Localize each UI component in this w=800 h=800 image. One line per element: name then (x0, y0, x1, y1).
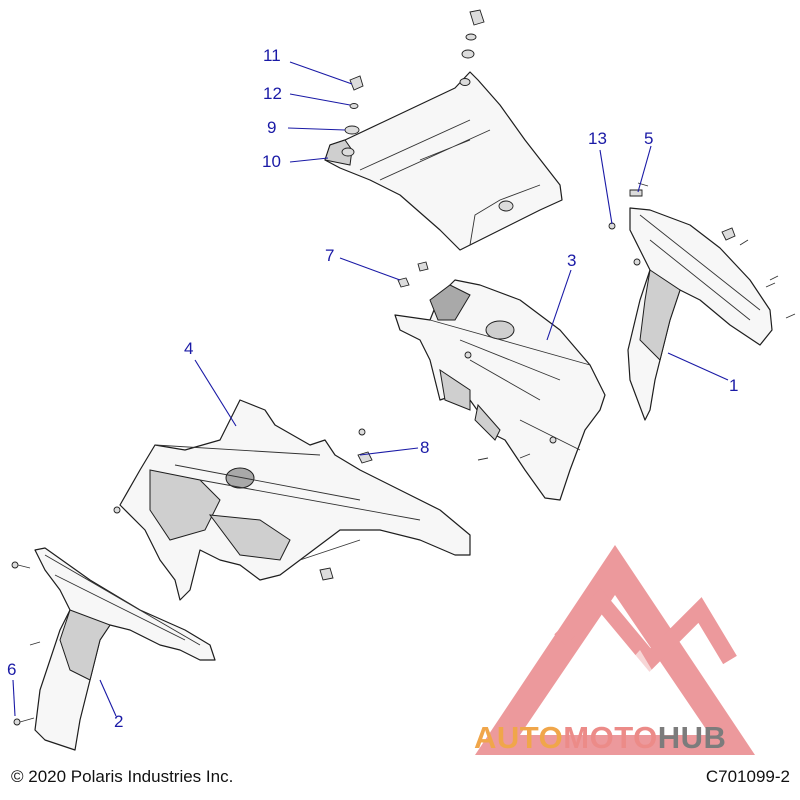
hardware-screws-icon (11, 182, 796, 726)
watermark-wordmark: AUTOMOTOHUB (474, 722, 794, 758)
part-2-left-panel (34, 506, 216, 751)
watermark-logo-icon (475, 545, 755, 755)
callout-6: 6 (7, 660, 17, 679)
callout-2: 2 (114, 712, 124, 731)
watermark-hub: HUB (657, 720, 727, 755)
part-10-top-cover (324, 71, 563, 251)
watermark-moto: MOTO (563, 720, 658, 755)
callout-10: 10 (262, 152, 281, 171)
callout-8: 8 (420, 438, 430, 457)
part-3-center-panel (394, 279, 606, 501)
drawing-number: C701099-2 (705, 767, 790, 786)
hardware-nut-12-icon (344, 9, 485, 135)
callout-leader-lines (12, 61, 729, 717)
callout-9: 9 (267, 118, 277, 137)
copyright-text: © 2020 Polaris Industries Inc. (11, 767, 234, 786)
callout-13: 13 (588, 129, 607, 148)
callout-7: 7 (325, 246, 335, 265)
watermark-auto: AUTO (474, 720, 564, 755)
part-4-rear-cover (119, 399, 471, 601)
callout-12: 12 (263, 84, 282, 103)
callout-3: 3 (567, 251, 577, 270)
callout-1: 1 (729, 376, 739, 395)
callout-4: 4 (184, 339, 194, 358)
callout-5: 5 (644, 129, 654, 148)
part-1-right-panel (627, 207, 773, 421)
callout-11: 11 (263, 46, 281, 65)
